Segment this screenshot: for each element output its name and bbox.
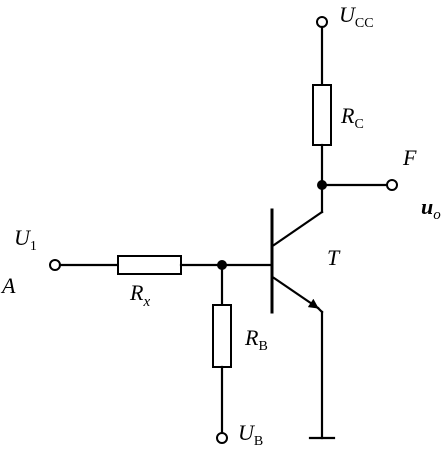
transistor-emitter-arrow (272, 276, 320, 310)
label-rx: Rx (129, 280, 150, 310)
label-uo: uo (421, 194, 441, 223)
resistor-rc (312, 84, 332, 146)
label-a: A (0, 273, 16, 298)
input-terminal-a (49, 259, 61, 271)
transistor-collector (272, 210, 324, 247)
label-t: T (327, 245, 341, 270)
label-ucc: UCC (339, 2, 374, 31)
label-rb: RB (244, 325, 268, 354)
label-f: F (402, 145, 417, 170)
resistor-rb (212, 304, 232, 368)
ub-terminal (216, 432, 228, 444)
label-rc: RC (340, 103, 364, 132)
ucc-terminal (316, 16, 328, 28)
output-terminal-f (386, 179, 398, 191)
label-u1: U1 (14, 225, 37, 254)
resistor-rx (117, 255, 182, 275)
label-ub: UB (238, 420, 263, 449)
